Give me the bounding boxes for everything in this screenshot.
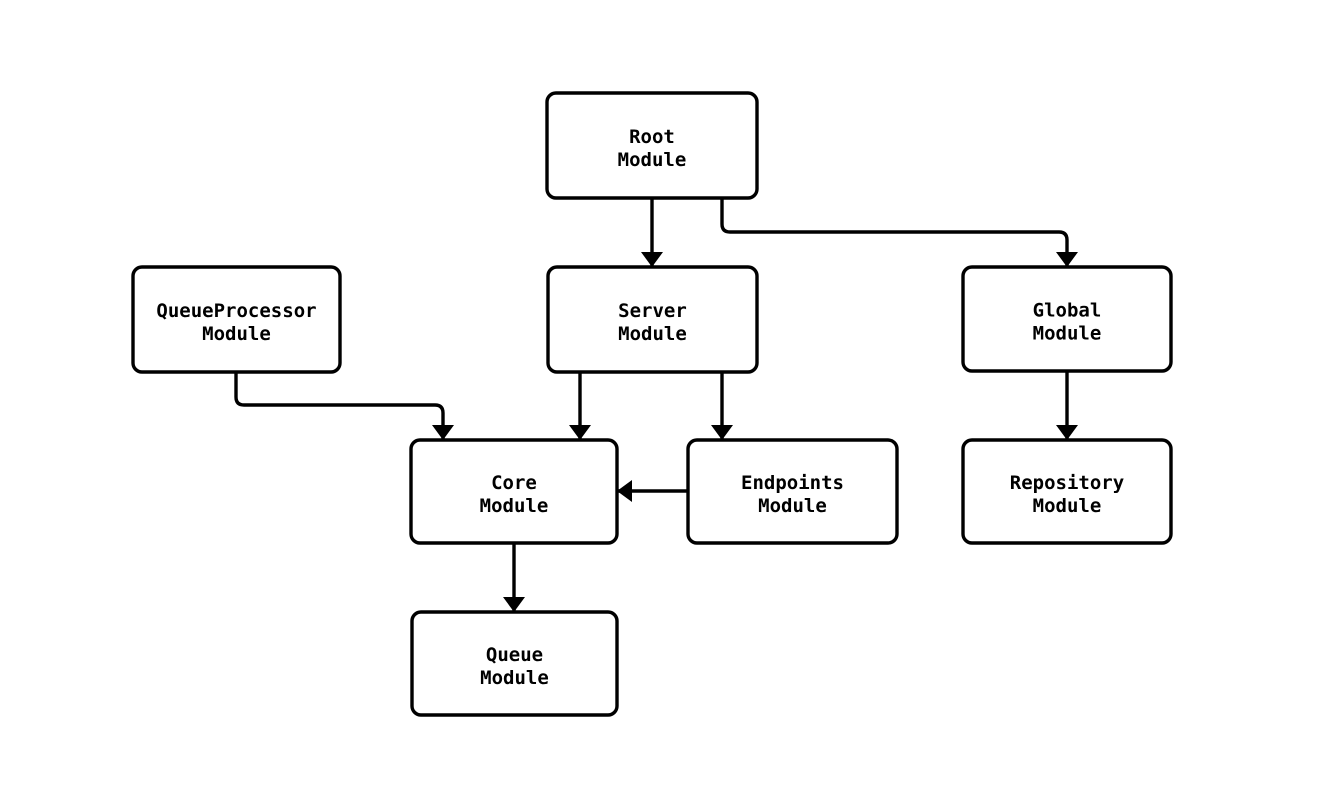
- arrowhead-icon-core-to-queue: [503, 597, 525, 612]
- arrowhead-icon-global-to-repository: [1056, 425, 1078, 440]
- node-label-line: Module: [480, 667, 549, 689]
- arrowhead-icon-root-to-global: [1056, 252, 1078, 267]
- node-label-line: Module: [1033, 323, 1102, 345]
- node-box-queue[interactable]: [410, 610, 619, 717]
- edge-queueprocessor-to-core: [234, 372, 454, 440]
- node-label-line: Queue: [486, 644, 543, 666]
- arrowhead-icon-server-to-endpoints: [711, 425, 733, 440]
- node-box-core[interactable]: [409, 438, 619, 545]
- node-label-line: Module: [202, 323, 271, 345]
- node-label-line: Server: [618, 300, 687, 322]
- node-label-line: Endpoints: [741, 472, 844, 494]
- node-box-root[interactable]: [545, 91, 759, 200]
- node-box-endpoints[interactable]: [686, 438, 899, 545]
- edge-root-to-server: [641, 198, 663, 267]
- node-label-line: Core: [491, 472, 537, 494]
- node-box-queue-processor[interactable]: [131, 265, 342, 374]
- node-label-line: Module: [618, 149, 687, 171]
- node-label-line: Module: [1033, 495, 1102, 517]
- node-label-line: Repository: [1010, 472, 1124, 494]
- node-box-repository[interactable]: [961, 438, 1173, 545]
- node-label-line: Module: [618, 323, 687, 345]
- arrowhead-icon-queueprocessor-to-core: [432, 425, 454, 440]
- node-label-line: Module: [758, 495, 827, 517]
- node-box-server[interactable]: [546, 265, 759, 374]
- arrowhead-icon-root-to-server: [641, 252, 663, 267]
- node-label-line: Root: [629, 126, 675, 148]
- edge-line-root-to-global: [720, 198, 1069, 267]
- edges-layer: [234, 198, 1078, 612]
- node-box-global[interactable]: [961, 265, 1173, 373]
- edge-global-to-repository: [1056, 371, 1078, 440]
- arrowhead-icon-server-to-core: [569, 425, 591, 440]
- node-label-line: QueueProcessor: [156, 300, 316, 322]
- node-label-line: Global: [1033, 300, 1102, 322]
- arrowhead-icon-endpoints-to-core: [617, 480, 632, 502]
- node-label-line: Module: [480, 495, 549, 517]
- edge-server-to-endpoints: [711, 372, 733, 440]
- edge-root-to-global: [720, 198, 1078, 267]
- edge-endpoints-to-core: [617, 480, 688, 502]
- edge-core-to-queue: [503, 543, 525, 612]
- edge-line-queueprocessor-to-core: [234, 372, 445, 440]
- edge-server-to-core: [569, 372, 591, 440]
